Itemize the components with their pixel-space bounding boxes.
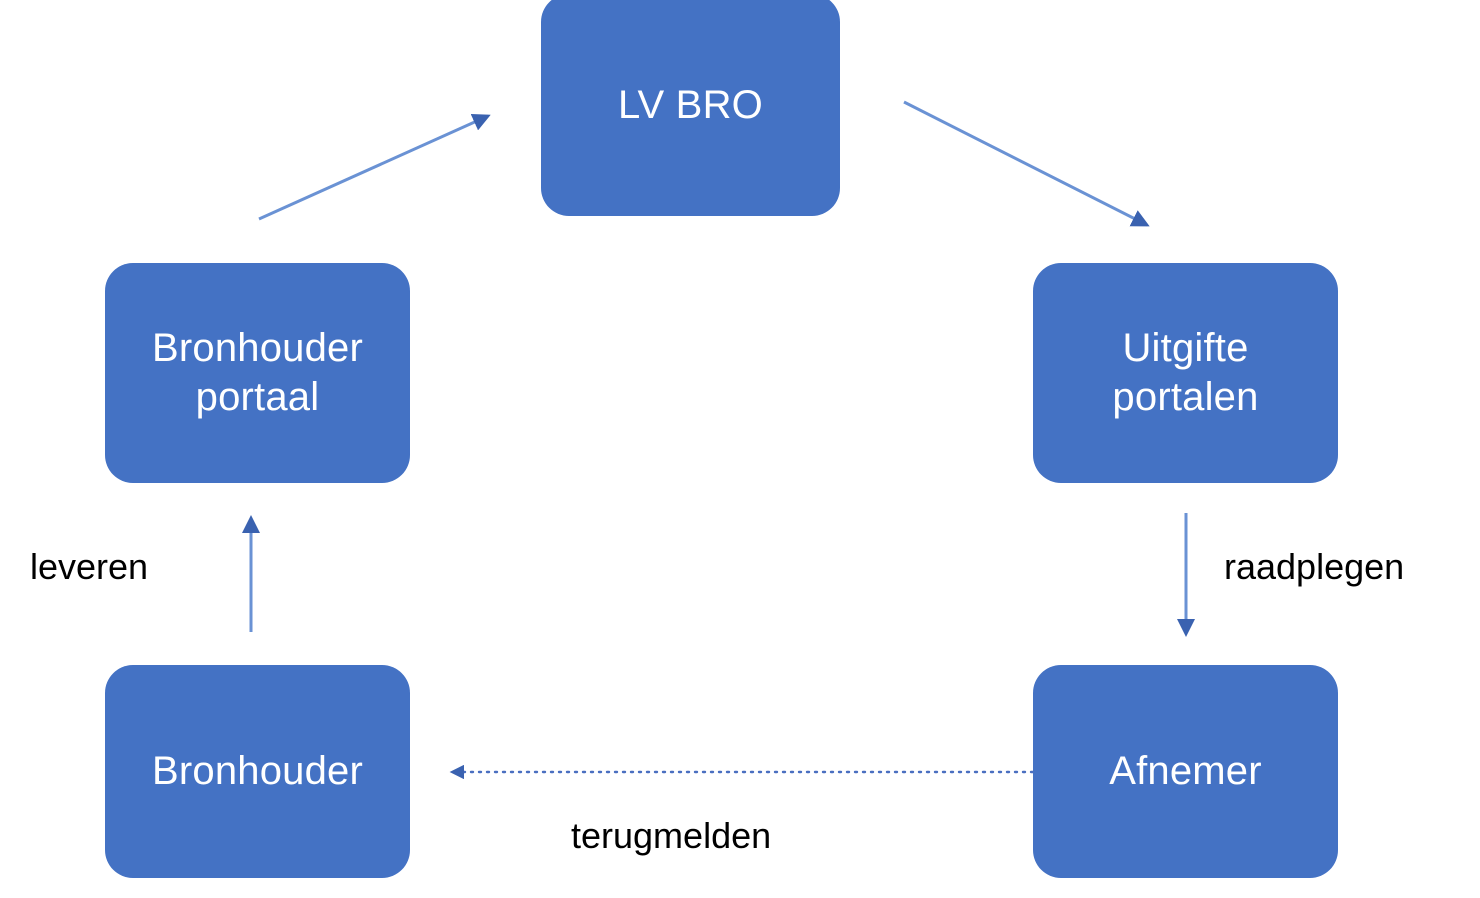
edge-label-raadplegen: raadplegen bbox=[1224, 546, 1405, 587]
node-afnemer[interactable]: Afnemer bbox=[1033, 665, 1338, 878]
edge-label-leveren: leveren bbox=[30, 546, 149, 587]
edge-lvbro-to-uitgifteportalen bbox=[903, 100, 1150, 227]
edge-label-terugmelden: terugmelden bbox=[571, 815, 772, 856]
node-bronhouder-portaal[interactable]: Bronhouder portaal bbox=[105, 263, 410, 483]
node-bronhouder[interactable]: Bronhouder bbox=[105, 665, 410, 878]
edge-bronhouderportaal-to-lvbro bbox=[258, 113, 491, 221]
node-uitgifte-portalen[interactable]: Uitgifte portalen bbox=[1033, 263, 1338, 483]
node-lv-bro[interactable]: LV BRO bbox=[541, 0, 840, 216]
